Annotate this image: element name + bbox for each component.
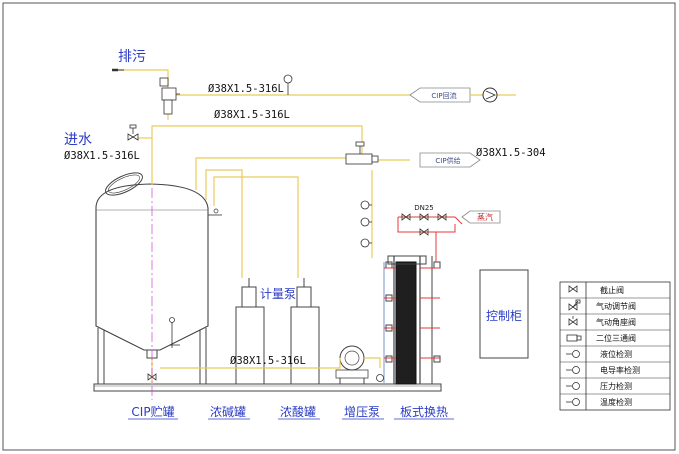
cip-supply-label: CIP供给 bbox=[435, 156, 460, 165]
legend: 截止阀 气动调节阀 气动角座阀 二位三通阀 液位检测 电导率检测 压力检测 温度… bbox=[559, 281, 671, 411]
acid-tank bbox=[290, 278, 320, 385]
steam-valve-icon bbox=[401, 213, 447, 236]
return-flow-gauge-icon bbox=[283, 74, 293, 95]
legend-label: 液位检测 bbox=[600, 349, 632, 359]
equipment-label: 增压泵 bbox=[344, 405, 380, 419]
cip-return-connection: CIP回流 bbox=[409, 87, 516, 103]
legend-label: 气动调节阀 bbox=[596, 301, 636, 311]
equipment-labels: CIP贮罐 浓碱罐 浓酸罐 增压泵 板式换热 bbox=[128, 404, 454, 420]
cip-supply-connection: CIP供给 bbox=[419, 152, 481, 168]
inlet-valve-icon bbox=[127, 124, 139, 141]
equipment-label: CIP贮罐 bbox=[131, 404, 174, 419]
stop-valve-icon bbox=[568, 285, 578, 293]
pressure-sensor-icon bbox=[566, 382, 580, 390]
steam-label: 蒸汽 bbox=[477, 212, 493, 222]
conductivity-sensor-icon bbox=[566, 366, 580, 374]
temperature-sensor-icon bbox=[566, 398, 580, 406]
cip-storage-tank bbox=[95, 172, 222, 384]
level-sensor-icon bbox=[566, 350, 580, 358]
tank-drain-valve-icon bbox=[147, 373, 157, 381]
control-cabinet-label: 控制柜 bbox=[486, 309, 522, 323]
legend-label: 二位三通阀 bbox=[596, 333, 636, 343]
cip-return-label: CIP回流 bbox=[431, 91, 456, 100]
two-position-three-way-valve-icon bbox=[566, 334, 582, 342]
three-way-valve-icon bbox=[345, 141, 379, 165]
legend-label: 温度检测 bbox=[600, 397, 632, 407]
skid-base bbox=[93, 383, 442, 392]
pipe-spec-inlet: Ø38X1.5-316L bbox=[64, 150, 140, 162]
metering-pump-label: 计量泵 bbox=[260, 287, 296, 301]
alkali-tank bbox=[235, 278, 265, 385]
legend-label: 截止阀 bbox=[600, 285, 624, 295]
manway-cover bbox=[105, 172, 143, 196]
valve-size-label: DN25 bbox=[414, 204, 434, 212]
pipe-spec-top: Ø38X1.5-316L bbox=[208, 83, 284, 95]
equipment-label: 浓酸罐 bbox=[280, 404, 316, 419]
equipment-label: 板式换热 bbox=[400, 405, 448, 419]
plate-heat-exchanger bbox=[385, 255, 441, 385]
control-cabinet bbox=[479, 269, 529, 359]
pipe-spec-supply: Ø38X1.5-304 bbox=[476, 147, 546, 159]
booster-pump bbox=[335, 345, 369, 384]
water-inlet-label: 进水 bbox=[64, 132, 92, 148]
pneumatic-regulating-valve-icon bbox=[568, 299, 581, 311]
pipe-spec-second: Ø38X1.5-316L bbox=[214, 109, 290, 121]
drain-label: 排污 bbox=[118, 49, 146, 65]
steam-inlet: 蒸汽 bbox=[461, 210, 501, 224]
drain-valve-icon bbox=[159, 77, 180, 115]
equipment-label: 浓碱罐 bbox=[210, 405, 246, 419]
pipe-spec-bottom: Ø38X1.5-316L bbox=[230, 355, 306, 367]
pump-outlet-gauge-icon bbox=[376, 374, 384, 382]
steam-piping bbox=[384, 216, 463, 359]
pneumatic-angle-valve-icon bbox=[568, 316, 578, 326]
pressure-gauge-icon bbox=[360, 200, 372, 248]
legend-label: 压力检测 bbox=[600, 381, 632, 391]
legend-label: 电导率检测 bbox=[600, 365, 640, 375]
legend-label: 气动角座阀 bbox=[596, 317, 636, 327]
